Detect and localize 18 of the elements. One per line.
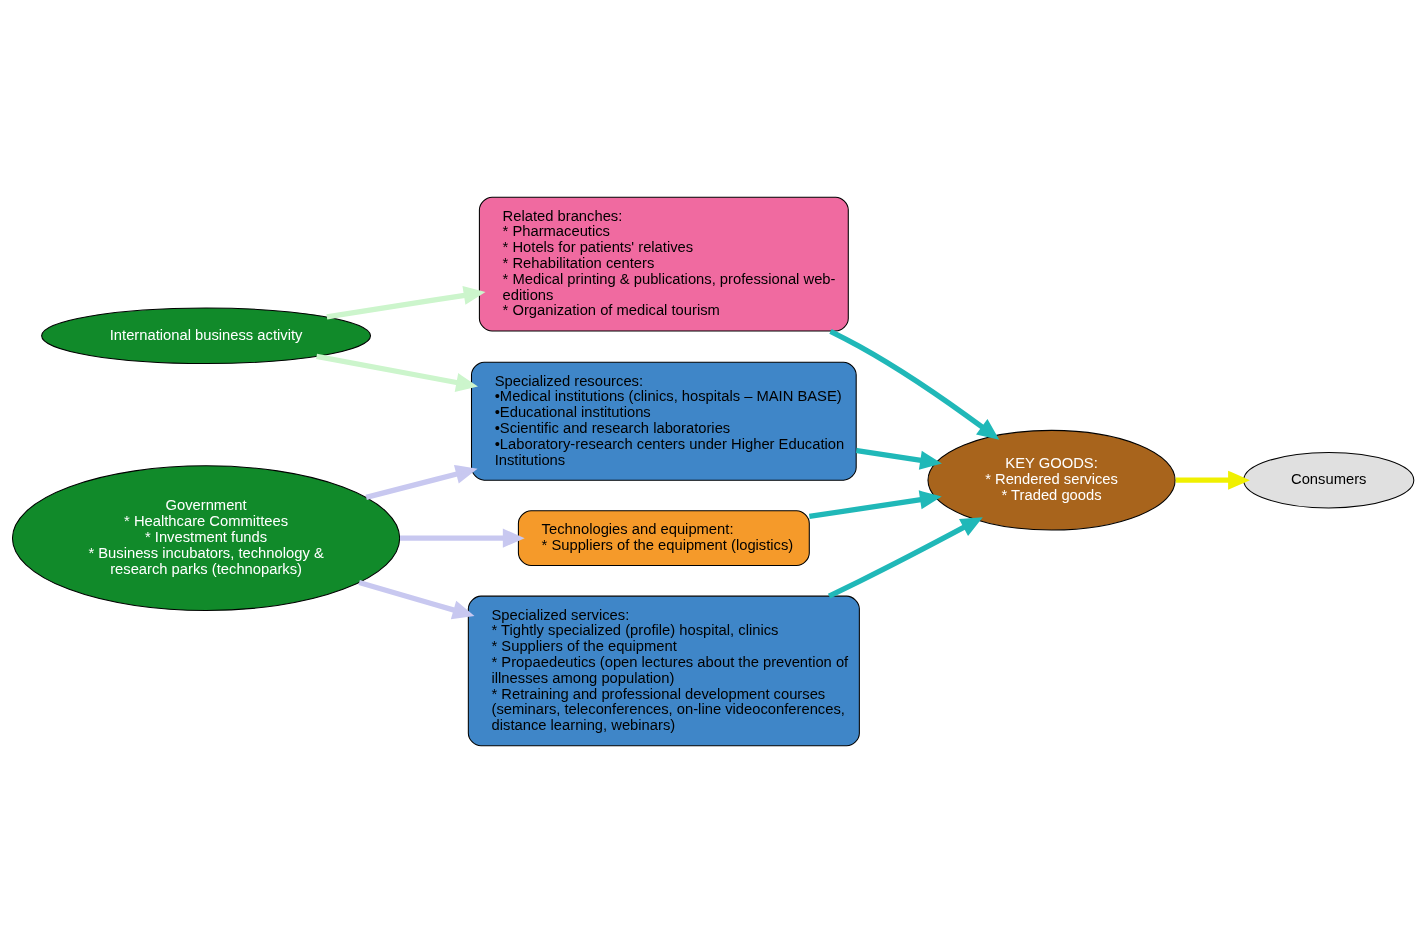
node-box: Technologies and equipment: * Suppliers of the equipment (logistics) <box>517 509 810 566</box>
arrow <box>829 328 1000 440</box>
arrow <box>326 285 486 320</box>
node-box: Related branches: * Pharmaceutics * Hotels for patients' relatives * Rehabilitation centers * Medical printing & publications, professional web-editions * Organization of medical tourism <box>478 196 849 332</box>
arrow <box>316 353 478 392</box>
arrow <box>400 528 525 548</box>
arrow <box>358 579 475 619</box>
node-box: Specialized resources: •Medical institutions (clinics, hospitals – MAIN BASE) •Educational institutions •Scientific and research laboratories •Laboratory-research centers under Higher Education Institutions <box>470 361 857 481</box>
arrow <box>365 464 478 500</box>
node-ellipse: Consumers <box>1243 451 1415 508</box>
node-ellipse: Government * Healthcare Committees * Investment funds * Business incubators, technology & research parks (technoparks) <box>11 464 401 611</box>
node-ellipse: KEY GOODS: * Rendered services * Traded goods <box>927 429 1176 530</box>
arrow <box>808 489 942 519</box>
node-box: Specialized services: * Tightly specialized (profile) hospital, clinics * Suppliers of the equipment * Propaedeutics (open lectures about the prevention of illnesses among population) * Retraining and professional development courses (seminars, teleconferences, on-line videoconferences, distance learning, webinars) <box>467 595 860 746</box>
arrow <box>1175 470 1250 490</box>
arrow <box>855 447 942 470</box>
node-ellipse: International business activity <box>41 307 372 364</box>
arrow <box>827 516 983 598</box>
